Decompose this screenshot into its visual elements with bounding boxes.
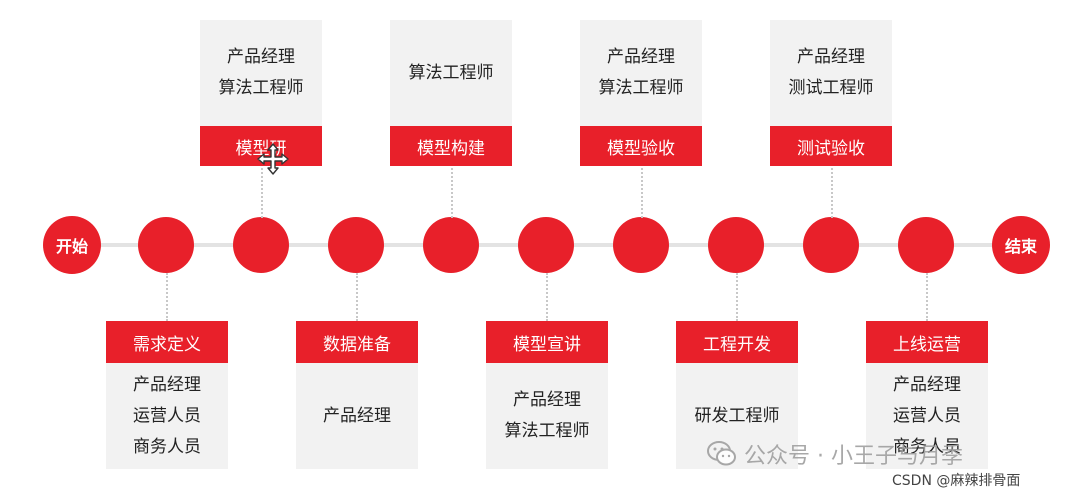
connector-bottom-3 xyxy=(546,273,548,321)
connector-top-2 xyxy=(451,168,453,218)
stage-label: 模型宣讲 xyxy=(486,321,608,363)
stage-model-research: 产品经理 算法工程师 模型研 xyxy=(200,20,322,166)
timeline-node-2 xyxy=(233,217,289,273)
role: 运营人员 xyxy=(133,405,201,426)
move-cursor-icon xyxy=(257,143,289,175)
stage-model-acceptance: 产品经理 算法工程师 模型验收 xyxy=(580,20,702,166)
role: 算法工程师 xyxy=(218,78,304,98)
connector-bottom-2 xyxy=(356,273,358,321)
start-node: 开始 xyxy=(43,216,101,274)
role: 研发工程师 xyxy=(694,405,780,426)
role: 产品经理 xyxy=(227,47,295,67)
role: 产品经理 xyxy=(513,390,581,410)
role: 产品经理 xyxy=(797,47,865,67)
watermark: 公众号 · 小王子与月季 xyxy=(706,438,963,470)
end-node: 结束 xyxy=(992,216,1050,274)
timeline-node-5 xyxy=(518,217,574,273)
stage-roles: 产品经理 运营人员 商务人员 xyxy=(866,363,988,469)
role: 产品经理 xyxy=(323,405,391,426)
stage-model-build: 算法工程师 模型构建 xyxy=(390,20,512,166)
stage-requirement-definition: 需求定义 产品经理 运营人员 商务人员 xyxy=(106,321,228,469)
stage-roles: 产品经理 xyxy=(296,363,418,469)
timeline-node-8 xyxy=(803,217,859,273)
role: 商务人员 xyxy=(133,436,201,457)
stage-roles: 产品经理 运营人员 商务人员 xyxy=(106,363,228,469)
stage-label: 工程开发 xyxy=(676,321,798,363)
role: 商务人员 xyxy=(893,436,961,457)
stage-model-presentation: 模型宣讲 产品经理 算法工程师 xyxy=(486,321,608,469)
role: 产品经理 xyxy=(893,374,961,395)
stage-label: 需求定义 xyxy=(106,321,228,363)
connector-bottom-4 xyxy=(736,273,738,321)
stage-roles: 产品经理 算法工程师 xyxy=(486,363,608,469)
connector-bottom-5 xyxy=(926,273,928,321)
connector-top-4 xyxy=(831,168,833,218)
timeline-node-1 xyxy=(138,217,194,273)
role: 运营人员 xyxy=(893,405,961,426)
stage-label: 模型验收 xyxy=(580,126,702,166)
connector-bottom-1 xyxy=(166,273,168,321)
timeline-node-3 xyxy=(328,217,384,273)
watermark-text: 公众号 · 小王子与月季 xyxy=(744,444,963,469)
stage-label: 模型构建 xyxy=(390,126,512,166)
stage-roles: 产品经理 算法工程师 xyxy=(200,20,322,126)
connector-top-1 xyxy=(261,168,263,218)
end-label: 结束 xyxy=(1004,237,1037,256)
source-credit: CSDN @麻辣排骨面 xyxy=(892,470,1021,490)
role: 产品经理 xyxy=(607,47,675,67)
role: 算法工程师 xyxy=(408,63,494,83)
stage-label: 数据准备 xyxy=(296,321,418,363)
timeline-node-4 xyxy=(423,217,479,273)
stage-roles: 产品经理 测试工程师 xyxy=(770,20,892,126)
role: 算法工程师 xyxy=(598,78,684,98)
stage-launch-operation: 上线运营 产品经理 运营人员 商务人员 xyxy=(866,321,988,469)
role: 测试工程师 xyxy=(788,78,874,98)
wechat-icon xyxy=(707,441,736,466)
start-label: 开始 xyxy=(55,237,88,256)
role: 算法工程师 xyxy=(504,421,590,441)
stage-data-preparation: 数据准备 产品经理 xyxy=(296,321,418,469)
stage-roles: 产品经理 算法工程师 xyxy=(580,20,702,126)
stage-engineering-development: 工程开发 研发工程师 xyxy=(676,321,798,469)
timeline-node-6 xyxy=(613,217,669,273)
connector-top-3 xyxy=(641,168,643,218)
stage-label: 上线运营 xyxy=(866,321,988,363)
stage-roles: 研发工程师 xyxy=(676,363,798,469)
role: 产品经理 xyxy=(133,374,201,395)
timeline-node-7 xyxy=(708,217,764,273)
stage-test-acceptance: 产品经理 测试工程师 测试验收 xyxy=(770,20,892,166)
timeline-node-9 xyxy=(898,217,954,273)
stage-label: 测试验收 xyxy=(770,126,892,166)
stage-roles: 算法工程师 xyxy=(390,20,512,126)
